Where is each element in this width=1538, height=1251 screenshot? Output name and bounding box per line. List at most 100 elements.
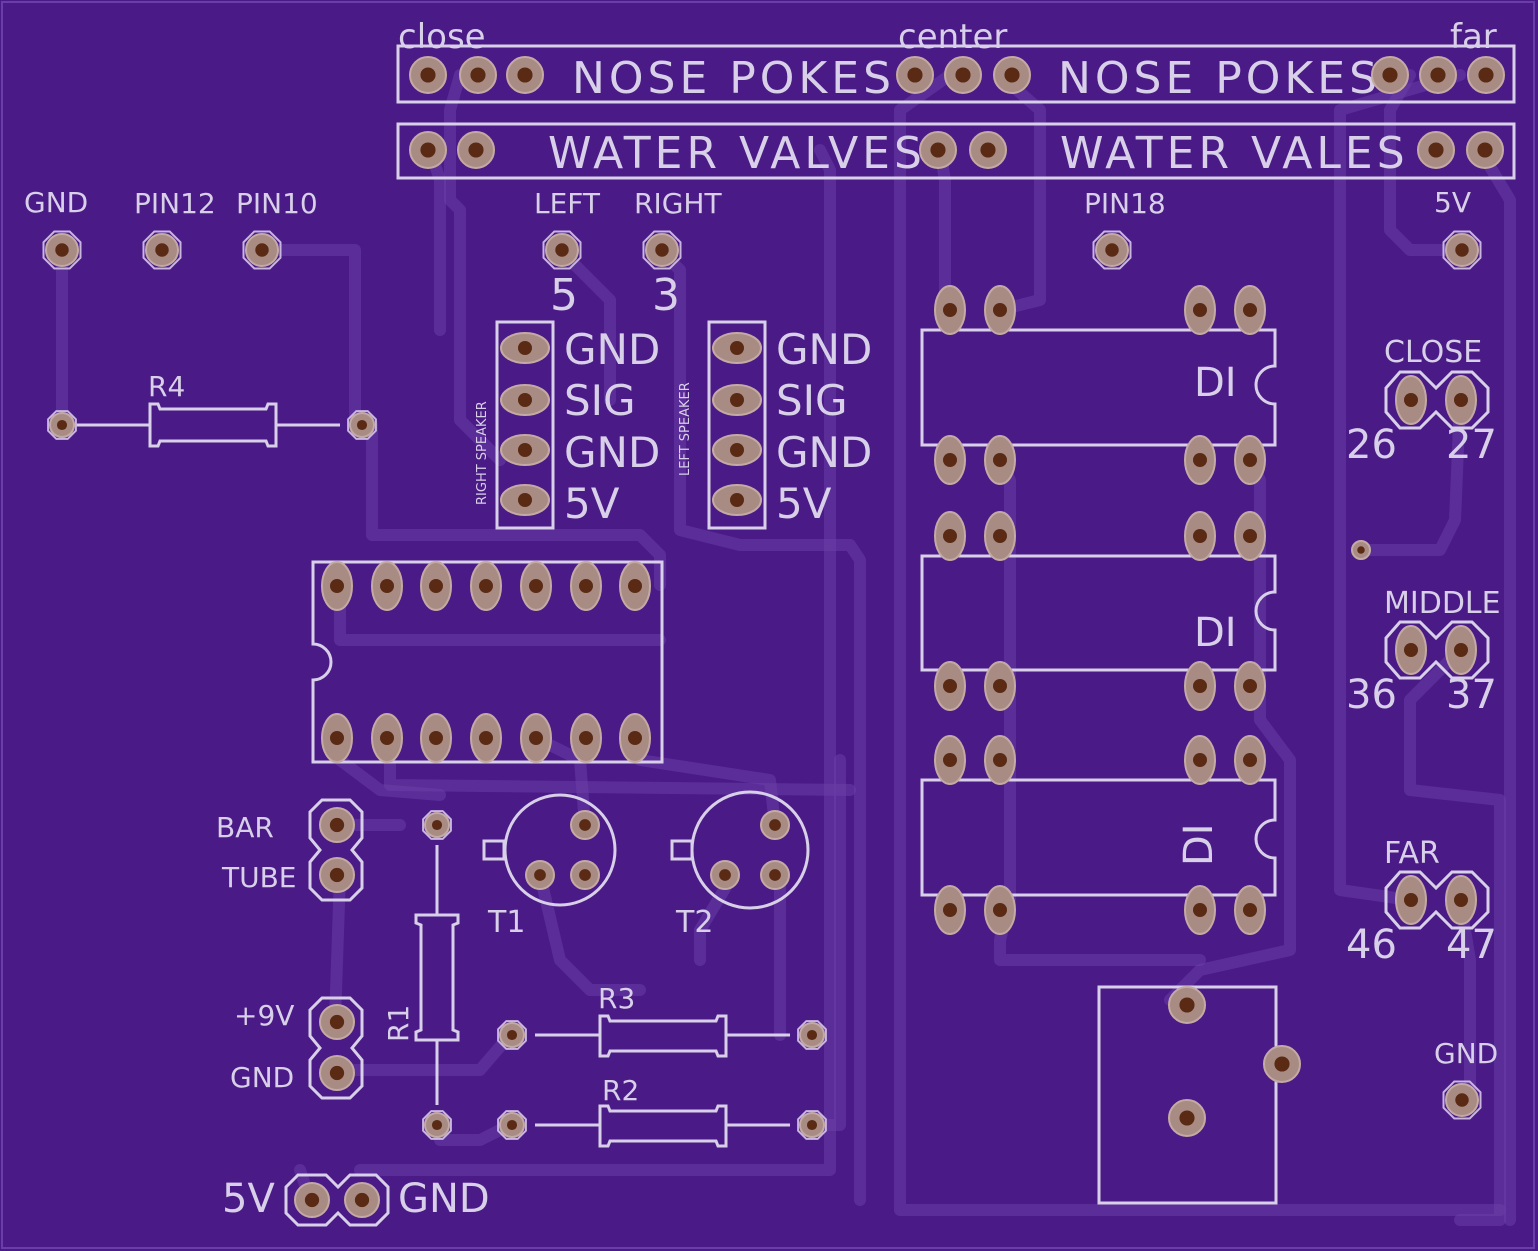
pad-dip <box>934 511 966 561</box>
dip14-outline <box>311 560 664 764</box>
pad-right-speaker <box>500 332 550 364</box>
pad-plus9v <box>319 1004 355 1040</box>
pad-top-pin <box>542 230 582 270</box>
pad-dip14 <box>470 561 502 611</box>
label-sensor-36: 36 <box>1346 672 1397 718</box>
pad-right-speaker <box>500 434 550 466</box>
pad-dip <box>934 435 966 485</box>
pad-t2 <box>760 810 790 840</box>
pad-water-valve <box>1417 131 1455 169</box>
pad-r4 <box>47 410 77 440</box>
pad-t2 <box>710 860 740 890</box>
pad-dip14 <box>520 713 552 763</box>
pad-nose-poke <box>459 56 497 94</box>
pad-sensor <box>1395 625 1427 675</box>
pad-dip14 <box>321 713 353 763</box>
pad-dip14 <box>470 713 502 763</box>
pad-dip14 <box>371 561 403 611</box>
pad-left-speaker <box>712 434 762 466</box>
label-pin10: PIN10 <box>236 187 318 220</box>
label-pin18: PIN18 <box>1084 187 1166 220</box>
pad-dip <box>1234 735 1266 785</box>
label-sensor-far: FAR <box>1384 836 1440 871</box>
pad-dip <box>1184 511 1216 561</box>
label-r4: R4 <box>148 370 185 403</box>
pad-water-valve <box>1466 131 1504 169</box>
pad-tube <box>319 857 355 893</box>
pad-sensor <box>1395 375 1427 425</box>
left-speaker-pin-1: GND <box>776 325 872 374</box>
labels: GND PIN12 PIN10 LEFT RIGHT 5 3 PIN18 5V … <box>24 186 1501 1222</box>
pad-water-valve <box>919 131 957 169</box>
resistor-r4-body <box>148 402 278 448</box>
label-r3: R3 <box>598 982 635 1015</box>
pad-r1 <box>422 1110 452 1140</box>
label-gnd-right: GND <box>1434 1037 1498 1070</box>
pad-t1 <box>525 860 555 890</box>
pad-nose-poke <box>506 56 544 94</box>
right-speaker-pin-4: 5V <box>564 479 620 528</box>
pad-t2 <box>760 860 790 890</box>
pad-dip <box>1234 885 1266 935</box>
label-sensor-close: CLOSE <box>1384 335 1482 370</box>
pads-layer <box>42 56 1505 1218</box>
pad-regulator <box>1168 986 1206 1024</box>
pad-regulator <box>1168 1099 1206 1137</box>
pad-right-speaker <box>500 484 550 516</box>
label-gnd-top: GND <box>24 186 88 219</box>
pad-nose-poke <box>896 56 934 94</box>
pad-dip <box>1234 661 1266 711</box>
pad-dip14 <box>420 561 452 611</box>
pad-dip <box>1184 285 1216 335</box>
pad-top-pin <box>642 230 682 270</box>
label-water-valves-2: WATER VALES <box>1060 128 1409 179</box>
dip-ic2-outline <box>920 554 1277 672</box>
pad-dip <box>1234 511 1266 561</box>
pad-dip14 <box>371 713 403 763</box>
pad-top-pin <box>42 230 82 270</box>
pad-sensor <box>1445 875 1477 925</box>
label-nose-pokes-1: NOSE POKES <box>572 53 895 104</box>
label-t2: T2 <box>675 905 713 940</box>
label-left: LEFT <box>534 187 601 220</box>
resistor-r2-body <box>598 1104 728 1148</box>
label-num-3: 3 <box>652 270 680 321</box>
pad-dip <box>1184 661 1216 711</box>
pad-water-valve <box>409 131 447 169</box>
pad-nose-poke <box>993 56 1031 94</box>
pad-dip <box>984 511 1016 561</box>
pad-r3 <box>797 1020 827 1050</box>
pad-dip14 <box>570 713 602 763</box>
pad-dip <box>934 885 966 935</box>
pad-top-pin <box>1442 230 1482 270</box>
right-speaker-pin-3: GND <box>564 428 660 477</box>
pad-bar <box>319 807 355 843</box>
label-close: close <box>398 17 486 57</box>
label-5v-top: 5V <box>1434 186 1471 219</box>
pad-r2 <box>497 1110 527 1140</box>
pad-r2 <box>797 1110 827 1140</box>
pad-sensor <box>1445 375 1477 425</box>
label-tube: TUBE <box>221 861 297 894</box>
label-ic3: DI <box>1176 823 1222 866</box>
pad-left-speaker <box>712 484 762 516</box>
pad-left-speaker <box>712 332 762 364</box>
pad-dip14 <box>321 561 353 611</box>
pad-sensor <box>1445 625 1477 675</box>
pad-dip14 <box>619 561 651 611</box>
label-sensor-27: 27 <box>1446 422 1497 468</box>
pad-dip14 <box>520 561 552 611</box>
label-power-5v: 5V <box>222 1176 275 1222</box>
resistor-r1-body <box>414 913 460 1042</box>
resistor-r3-body <box>598 1014 728 1058</box>
pad-dip <box>1184 735 1216 785</box>
label-gnd-left: GND <box>230 1061 294 1094</box>
left-speaker-pin-2: SIG <box>776 376 848 425</box>
pad-gnd-right <box>1442 1080 1482 1120</box>
pad-water-valve <box>969 131 1007 169</box>
pad-dip <box>1184 885 1216 935</box>
pad-dip <box>984 661 1016 711</box>
pad-r1 <box>422 810 452 840</box>
label-power-gnd: GND <box>398 1176 490 1222</box>
